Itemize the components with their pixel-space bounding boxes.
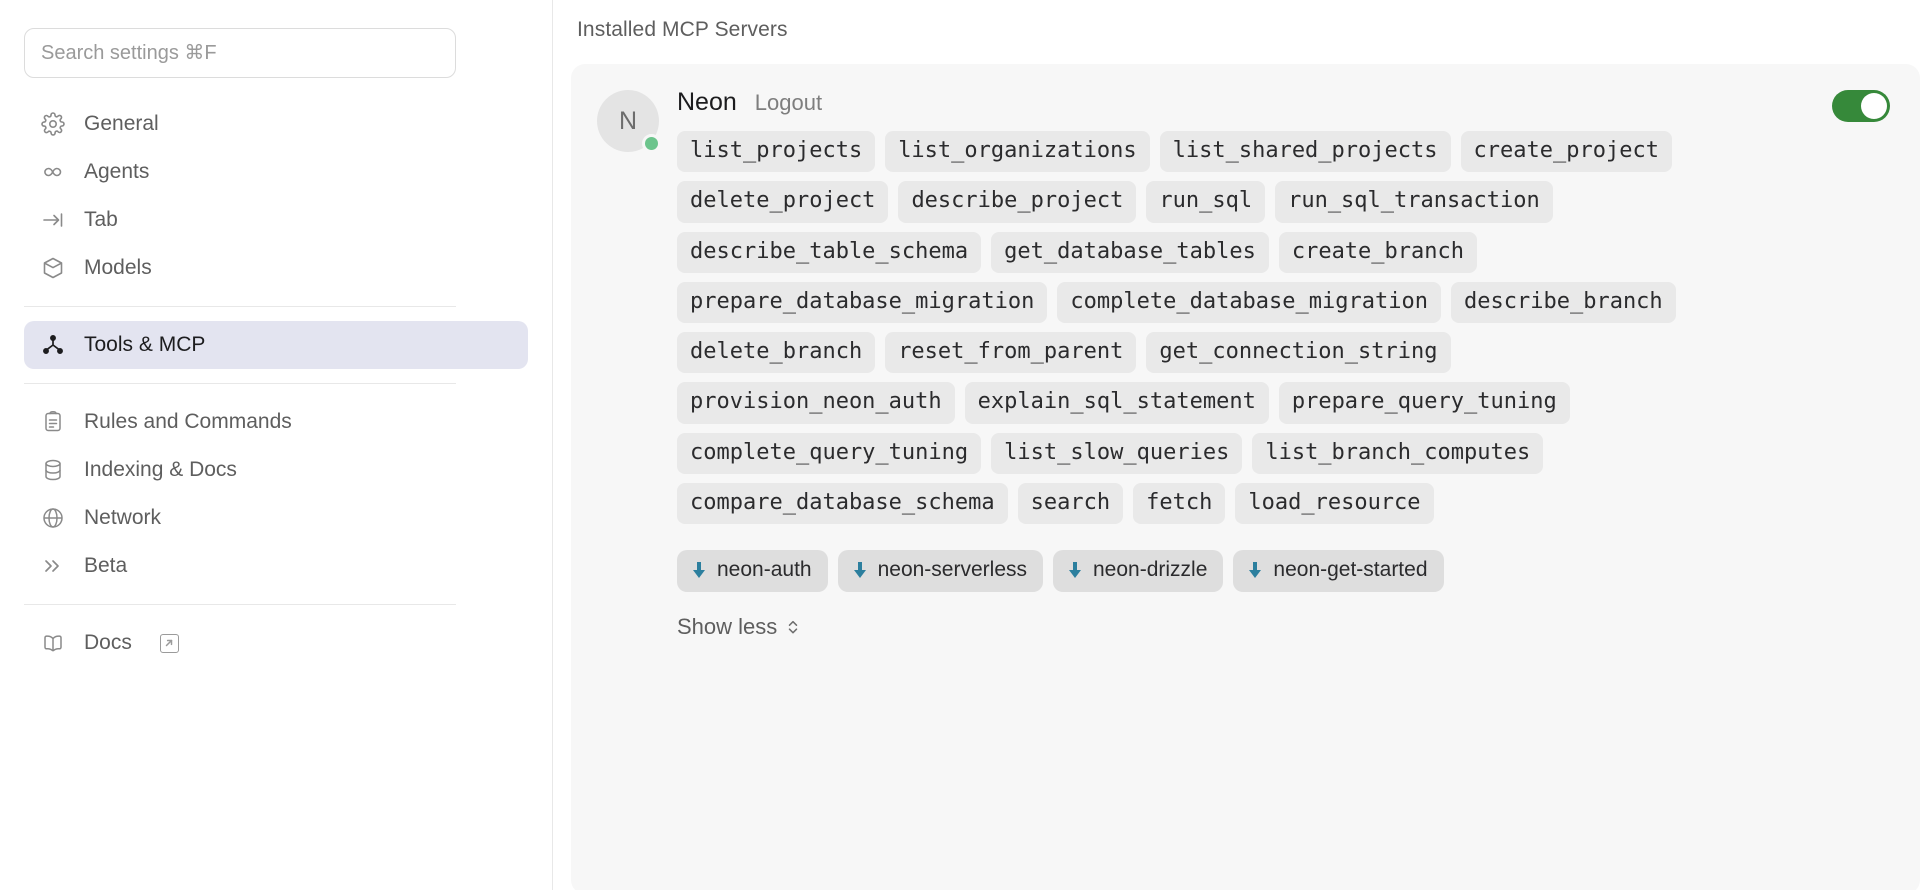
sidebar-item-label: Agents [84, 160, 150, 183]
main-panel: Installed MCP Servers N Neon Logout list… [553, 0, 1920, 890]
sidebar-item-models[interactable]: Models [24, 244, 528, 292]
tool-chip[interactable]: explain_sql_statement [964, 382, 1269, 424]
sidebar-item-label: Docs [84, 631, 132, 654]
sidebar-item-label: Beta [84, 554, 128, 577]
tools-mcp-icon [40, 332, 66, 358]
server-enabled-toggle[interactable] [1832, 90, 1890, 122]
tool-chip[interactable]: create_project [1460, 131, 1672, 173]
avatar: N [597, 90, 661, 153]
status-dot-connected [642, 134, 661, 153]
gear-icon [40, 111, 66, 137]
tool-chip[interactable]: prepare_database_migration [677, 281, 1048, 324]
tool-chip[interactable]: describe_branch [1451, 281, 1676, 324]
sidebar-divider-2 [24, 383, 456, 384]
sidebar-primary-group: General Agents Tab [24, 100, 528, 292]
tool-chip[interactable]: reset_from_parent [885, 332, 1137, 374]
sidebar-item-label: Network [84, 506, 162, 529]
tool-chip[interactable]: delete_branch [677, 332, 876, 374]
tool-chip[interactable]: describe_table_schema [677, 231, 982, 273]
server-name: Neon [677, 88, 737, 116]
sidebar-item-tools-mcp[interactable]: Tools & MCP [24, 321, 528, 369]
sidebar-item-general[interactable]: General [24, 100, 528, 148]
search-input[interactable] [41, 41, 439, 65]
sidebar-secondary-group: Rules and Commands Indexing & Docs [24, 398, 528, 590]
sidebar-divider-3 [24, 604, 456, 605]
tool-chip[interactable]: fetch [1133, 483, 1226, 525]
tool-chip[interactable]: prepare_query_tuning [1278, 382, 1570, 424]
download-icon [1067, 560, 1083, 580]
tool-chip[interactable]: list_projects [677, 131, 876, 173]
settings-sidebar: General Agents Tab [0, 0, 553, 890]
tool-chip[interactable]: run_sql [1146, 181, 1266, 223]
tool-chip[interactable]: delete_project [677, 181, 889, 223]
tool-chip[interactable]: compare_database_schema [677, 483, 1008, 525]
sidebar-item-network[interactable]: Network [24, 494, 528, 542]
tool-chip[interactable]: list_branch_computes [1252, 432, 1544, 475]
sidebar-item-agents[interactable]: Agents [24, 148, 528, 196]
resource-chip-label: neon-auth [717, 558, 812, 582]
resource-chip[interactable]: neon-auth [677, 550, 828, 593]
resource-chip-label: neon-get-started [1273, 558, 1428, 582]
external-link-icon [159, 633, 179, 653]
toggle-knob [1861, 93, 1887, 119]
tool-chip[interactable]: run_sql_transaction [1275, 181, 1553, 223]
server-name-row: Neon Logout [677, 88, 1894, 117]
tool-chip[interactable]: create_branch [1278, 231, 1478, 273]
tool-chip[interactable]: provision_neon_auth [677, 382, 955, 424]
sidebar-item-beta[interactable]: Beta [24, 542, 528, 590]
tool-chip[interactable]: get_database_tables [991, 231, 1269, 273]
show-less-label: Show less [677, 614, 778, 640]
resource-chip-label: neon-serverless [877, 558, 1027, 582]
show-less-button[interactable]: Show less [677, 614, 800, 640]
sidebar-divider-1 [24, 306, 456, 307]
sidebar-item-label: General [84, 112, 159, 135]
sidebar-item-rules-and-commands[interactable]: Rules and Commands [24, 398, 528, 446]
double-chevron-icon [40, 553, 66, 579]
sidebar-item-label: Rules and Commands [84, 410, 292, 433]
database-icon [40, 457, 66, 483]
infinity-icon [40, 159, 66, 185]
book-icon [40, 630, 66, 656]
tool-chip[interactable]: describe_project [898, 181, 1137, 223]
logout-link[interactable]: Logout [754, 90, 823, 115]
cube-icon [40, 255, 66, 281]
tool-chip[interactable]: search [1017, 483, 1124, 525]
resource-chip[interactable]: neon-serverless [837, 550, 1043, 593]
download-icon [1247, 560, 1263, 580]
sidebar-item-label: Tools & MCP [84, 333, 206, 356]
resource-chip[interactable]: neon-get-started [1233, 550, 1444, 593]
page-title: Installed MCP Servers [577, 18, 788, 41]
download-icon [691, 560, 707, 580]
download-icon [852, 560, 868, 580]
tool-chip[interactable]: complete_query_tuning [677, 432, 982, 475]
search-settings-box[interactable] [24, 28, 456, 78]
resource-chip-list: neon-auth neon-serverless neon-drizzle neon… [677, 550, 1894, 593]
chevron-updown-icon [786, 617, 800, 637]
sidebar-selected-group: Tools & MCP [24, 321, 528, 369]
tool-chip[interactable]: list_shared_projects [1159, 131, 1451, 173]
tool-chip[interactable]: get_connection_string [1146, 332, 1451, 374]
sidebar-item-label: Models [84, 256, 152, 279]
resource-chip-label: neon-drizzle [1093, 558, 1208, 582]
tool-chip[interactable]: list_slow_queries [991, 432, 1243, 475]
clipboard-icon [40, 409, 66, 435]
sidebar-item-label: Tab [84, 208, 118, 231]
sidebar-item-docs[interactable]: Docs [24, 619, 528, 667]
sidebar-item-tab[interactable]: Tab [24, 196, 528, 244]
tool-chip[interactable]: load_resource [1235, 483, 1434, 525]
tool-chip[interactable]: complete_database_migration [1057, 281, 1441, 324]
tab-arrow-icon [40, 207, 66, 233]
sidebar-item-label: Indexing & Docs [84, 458, 237, 481]
tool-chip[interactable]: list_organizations [885, 131, 1150, 173]
globe-icon [40, 505, 66, 531]
sidebar-item-indexing-and-docs[interactable]: Indexing & Docs [24, 446, 528, 494]
resource-chip[interactable]: neon-drizzle [1053, 550, 1224, 593]
sidebar-footer-group: Docs [24, 619, 528, 667]
